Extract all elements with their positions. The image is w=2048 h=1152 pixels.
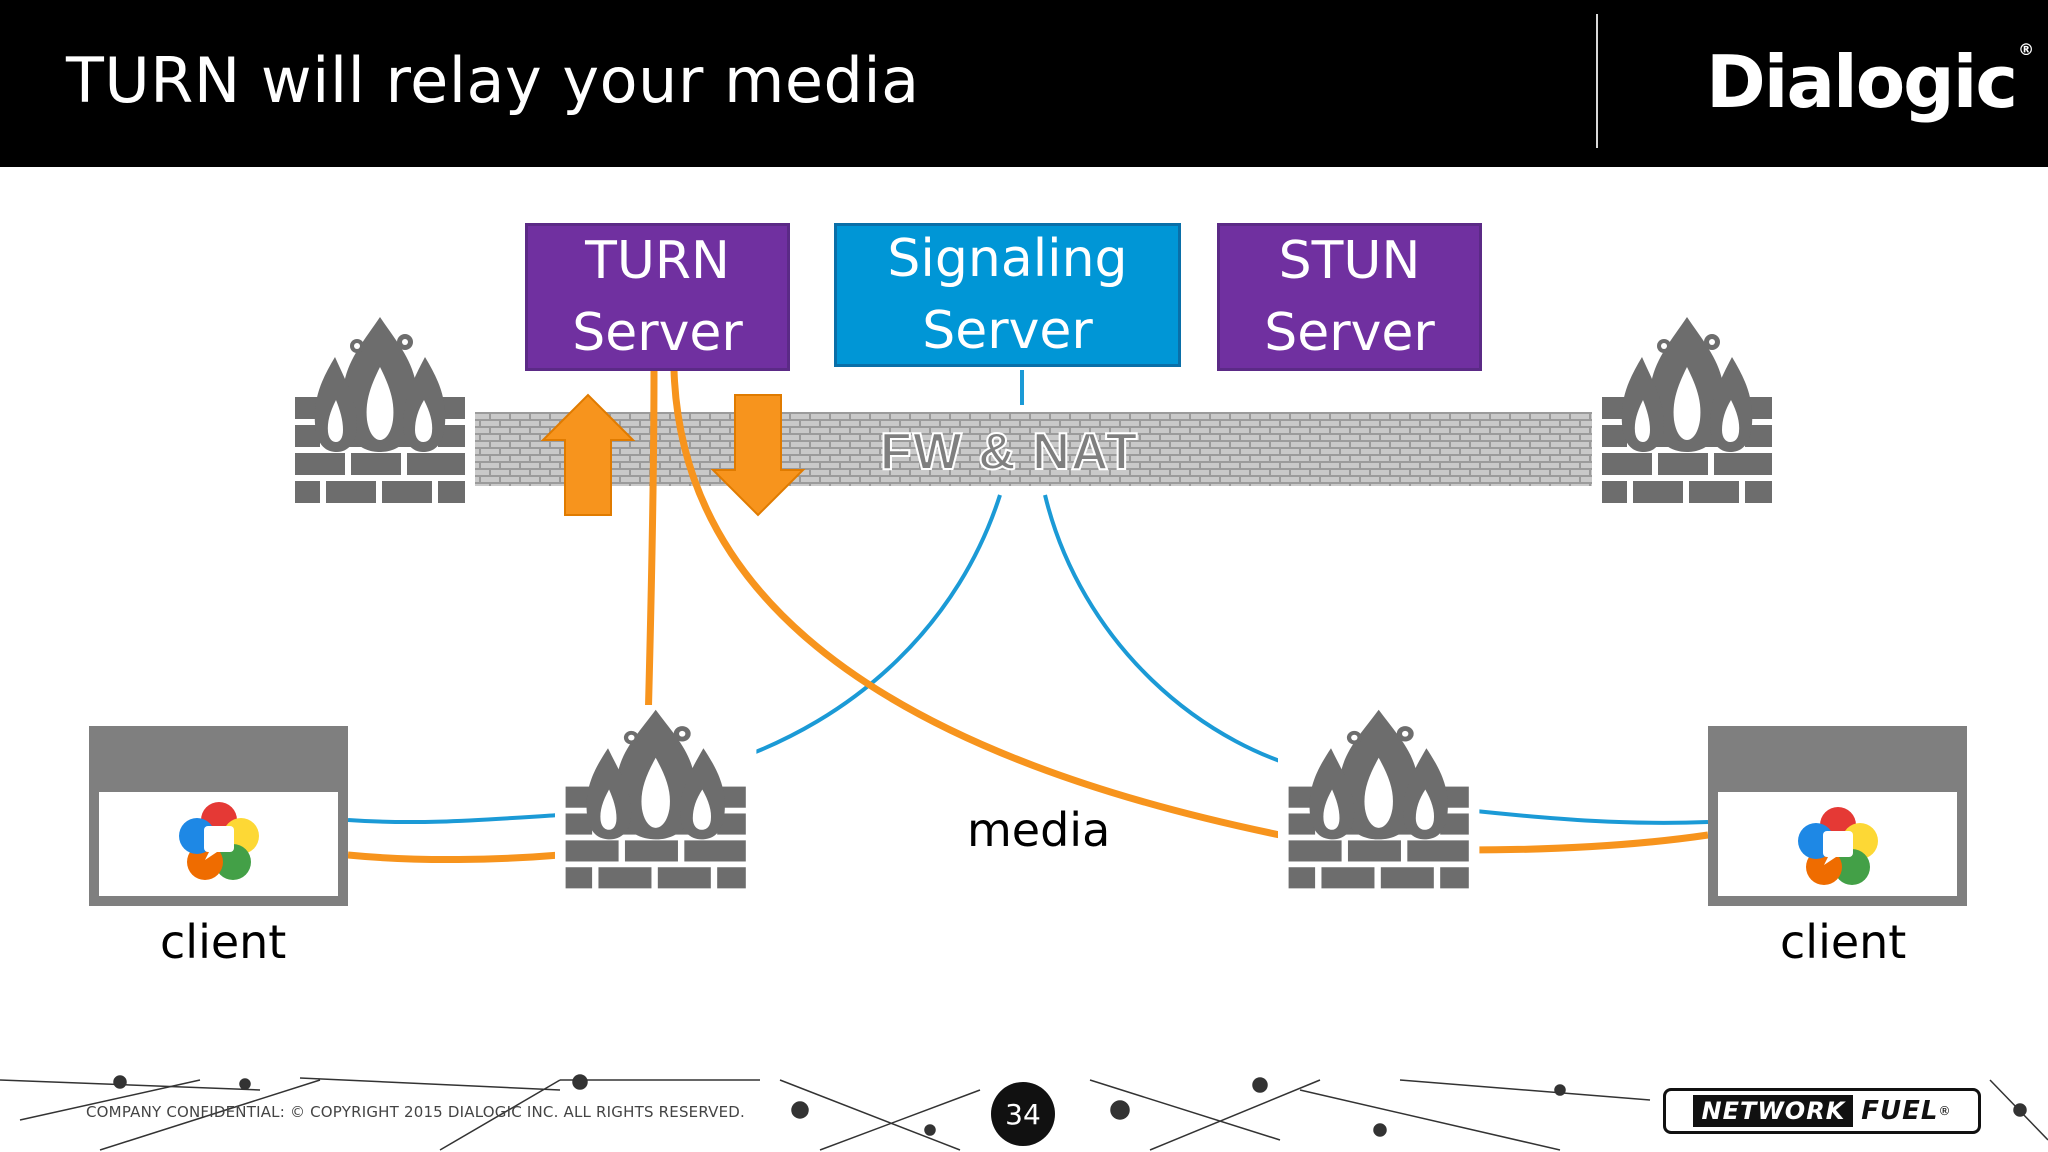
media-line-client-left (347, 851, 561, 864)
network-fuel-logo-mark: ® (1938, 1104, 1951, 1118)
signaling-server-line2: Server (922, 301, 1093, 361)
signal-line-client-right (1465, 808, 1709, 825)
turn-server-box: TURN Server (525, 223, 790, 371)
slide-header: TURN will relay your media Dialogic® (0, 0, 2048, 167)
down-arrow-icon (710, 394, 806, 517)
fw-nat-wall (470, 412, 1600, 486)
network-fuel-logo-network: NETWORK (1693, 1095, 1854, 1127)
page-number: 34 (991, 1082, 1055, 1146)
signal-line-client-left (347, 813, 561, 825)
signal-line-right (1043, 494, 1331, 777)
turn-server-line2: Server (572, 303, 743, 363)
firewall-icon (555, 705, 757, 897)
client-window-left (89, 726, 348, 906)
network-fuel-logo-fuel: FUEL (1861, 1096, 1939, 1126)
firewall-icon (1278, 705, 1480, 897)
dialogic-logo: Dialogic® (1706, 40, 2034, 124)
dialogic-logo-text: Dialogic (1706, 40, 2018, 124)
confidential-notice: COMPANY CONFIDENTIAL: © COPYRIGHT 2015 D… (86, 1103, 746, 1121)
client-label-left: client (160, 915, 287, 969)
media-line-turn-left (644, 369, 658, 726)
firewall-icon (285, 312, 475, 512)
stun-server-line2: Server (1264, 303, 1435, 363)
slide-title: TURN will relay your media (66, 44, 920, 117)
header-divider (1596, 14, 1598, 148)
stun-server-box: STUN Server (1217, 223, 1482, 371)
client-window-right (1708, 726, 1967, 906)
turn-server-line1: TURN (585, 231, 730, 291)
media-line-client-right (1465, 831, 1709, 854)
stun-server-line1: STUN (1278, 231, 1421, 291)
firewall-icon (1592, 312, 1782, 512)
signaling-server-line1: Signaling (887, 229, 1128, 289)
dialogic-logo-mark: ® (2018, 40, 2034, 59)
up-arrow-icon (540, 393, 636, 516)
client-label-right: client (1780, 915, 1907, 969)
footer-network-art (0, 1074, 2048, 1151)
fw-nat-label: FW & NAT (879, 422, 1139, 482)
media-label: media (967, 803, 1111, 857)
signal-line-left (719, 494, 1002, 767)
media-line-turn-right (670, 369, 1281, 839)
signaling-server-box: Signaling Server (834, 223, 1181, 367)
network-fuel-logo: NETWORK FUEL ® (1663, 1088, 1981, 1134)
